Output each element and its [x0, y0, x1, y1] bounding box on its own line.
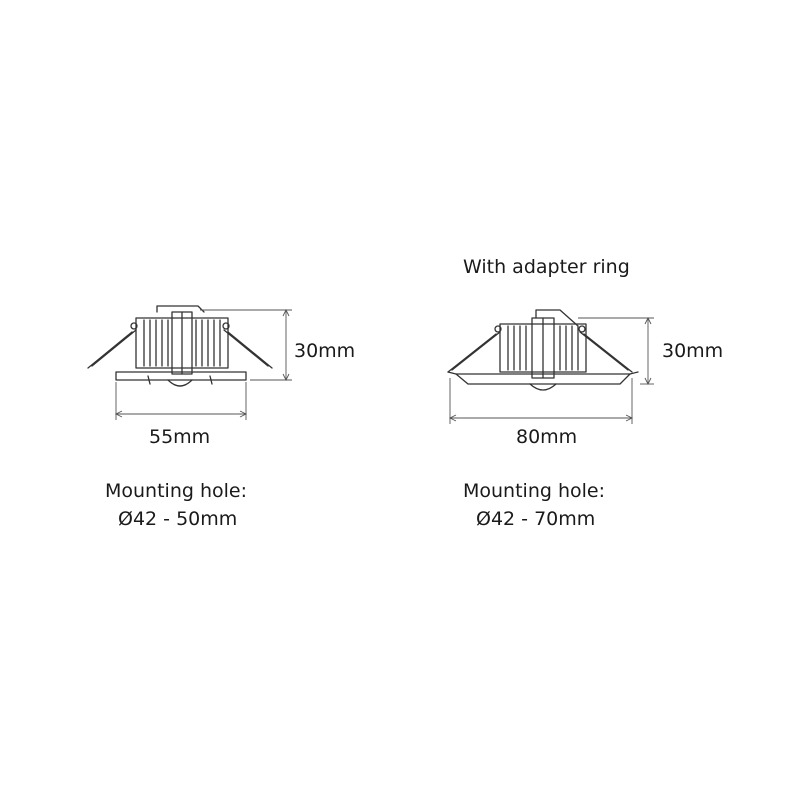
right-height-dimension	[578, 316, 654, 386]
left-mounting-range: Ø42 - 50mm	[118, 508, 238, 530]
right-mounting-title: Mounting hole:	[463, 480, 606, 502]
left-height-label: 30mm	[294, 340, 356, 362]
downlight-left-illustration	[87, 305, 273, 387]
right-caption: With adapter ring	[463, 256, 630, 278]
right-width-dimension	[448, 378, 634, 424]
left-height-dimension	[200, 308, 292, 382]
downlight-right-illustration	[447, 309, 639, 391]
left-width-label: 55mm	[149, 426, 211, 448]
left-mounting-title: Mounting hole:	[105, 480, 248, 502]
left-width-dimension	[114, 382, 248, 420]
right-height-label: 30mm	[662, 340, 724, 362]
right-width-label: 80mm	[516, 426, 578, 448]
right-mounting-range: Ø42 - 70mm	[476, 508, 596, 530]
